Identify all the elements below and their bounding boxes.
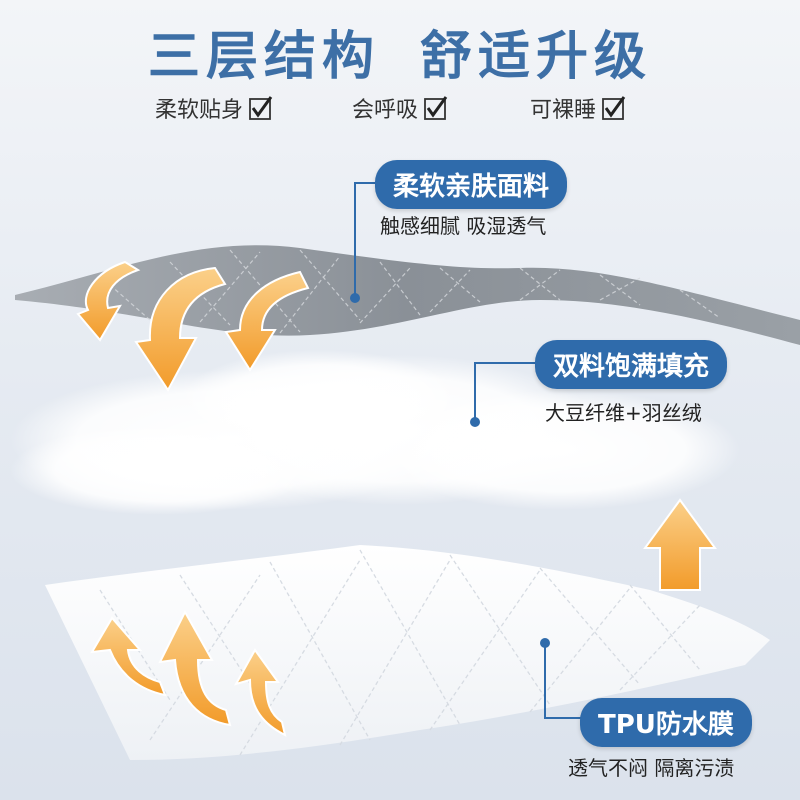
feature-bare-sleep: 可裸睡 (530, 92, 626, 124)
title-part-1: 三层结构 (147, 27, 380, 87)
bottom-layer-title-badge: TPU防水膜 (580, 698, 752, 747)
top-layer-title: 柔软亲肤面料 (393, 172, 550, 202)
feature-label: 可裸睡 (530, 98, 597, 123)
feature-soft: 柔软贴身 (155, 92, 273, 124)
feature-label: 柔软贴身 (155, 98, 244, 123)
feature-breathable: 会呼吸 (352, 92, 448, 124)
checkbox-icon (249, 96, 273, 120)
middle-layer-desc: 大豆纤维+羽丝绒 (545, 401, 702, 425)
middle-layer-title-badge: 双料饱满填充 (535, 340, 728, 389)
up-arrows (90, 498, 717, 737)
bottom-layer-title: TPU防水膜 (598, 710, 734, 740)
title-part-2: 舒适升级 (420, 27, 653, 87)
bottom-layer-desc: 透气不闷 隔离污渍 (568, 756, 735, 780)
leader-lines (354, 182, 595, 719)
checkbox-icon (602, 96, 626, 120)
top-layer-title-badge: 柔软亲肤面料 (375, 160, 568, 209)
top-layer-desc: 触感细腻 吸湿透气 (380, 214, 547, 238)
feature-label: 会呼吸 (352, 98, 419, 123)
checkbox-icon (424, 96, 448, 120)
top-fabric-layer (15, 245, 800, 345)
middle-layer-title: 双料饱满填充 (553, 352, 710, 382)
page-title: 三层结构舒适升级 (0, 14, 800, 89)
cloud-filling-layer (10, 350, 740, 515)
down-arrows (76, 260, 310, 392)
